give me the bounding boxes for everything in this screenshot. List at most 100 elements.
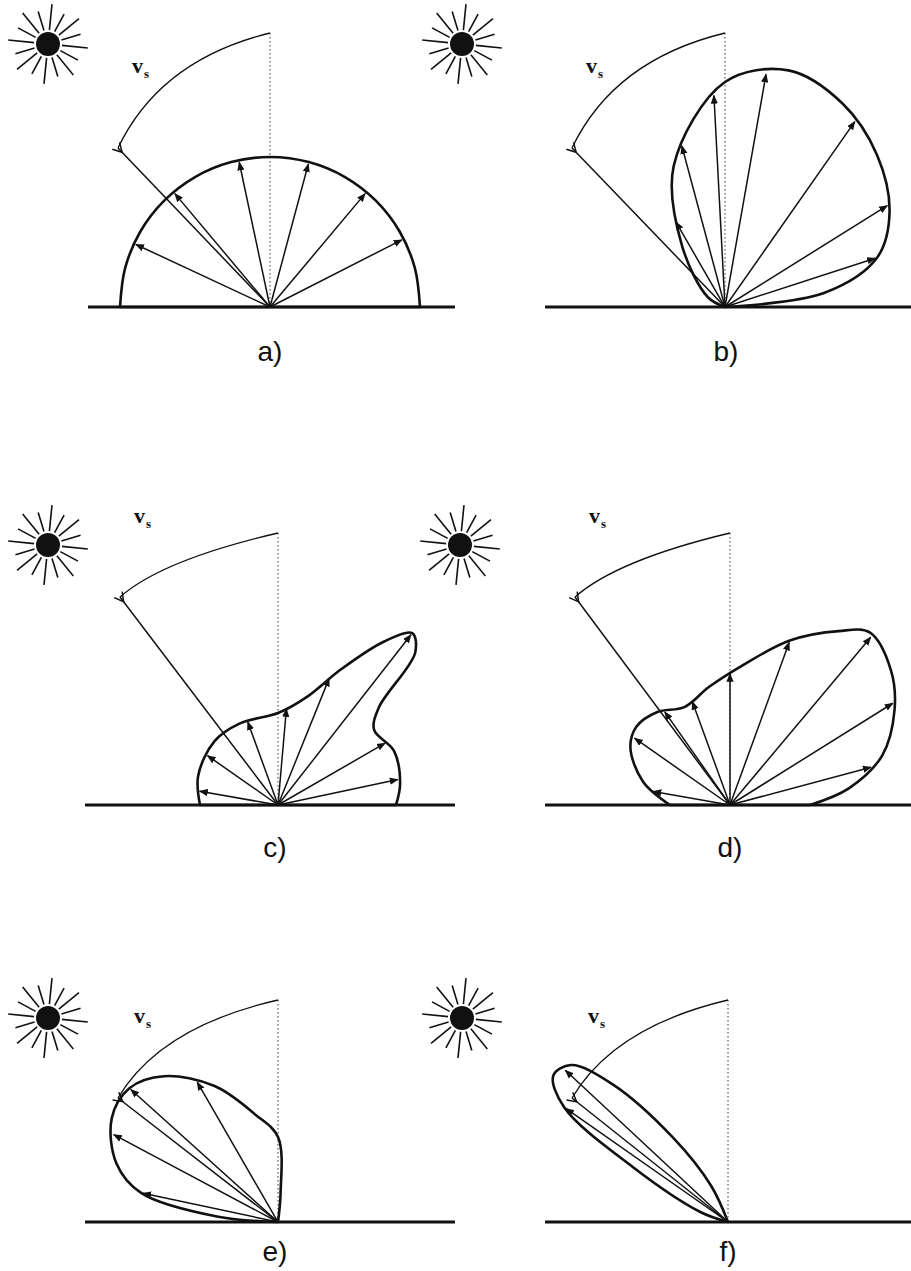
reflected-ray [208,756,278,805]
reflected-ray [278,780,398,805]
reflected-ray [143,1193,278,1222]
reflected-ray [725,122,855,307]
reflected-ray [635,738,730,805]
reflectance-lobe [198,632,416,805]
angle-arc [572,1000,728,1098]
incident-ray [118,148,270,307]
angle-arc [120,533,278,597]
incident-arrowhead [113,1092,123,1101]
normal-line [730,533,731,805]
incident-ray [575,597,730,805]
reflectance-lobe [120,157,420,307]
reflected-ray [729,674,731,805]
reflected-ray [566,1108,728,1222]
reflected-ray [278,635,411,805]
reflectance-panel [422,978,911,1222]
reflected-ray [730,637,871,805]
ground-surface [545,803,911,806]
angle-subscript: s [146,517,151,530]
reflected-ray [725,258,875,307]
sun-symbol [8,505,88,585]
reflectance-lobe [630,630,895,805]
normal-line [270,33,271,307]
ground-surface [85,803,455,806]
ground-surface [545,305,911,308]
panel-label: b) [714,338,739,366]
reflectance-panel [8,4,455,307]
reflected-ray [692,702,730,805]
reflectance-panel [422,4,911,307]
reflected-ray [278,678,329,805]
reflected-ray [725,74,766,307]
angle-symbol: v [134,505,145,527]
angle-symbol: v [588,1005,599,1027]
angle-symbol: v [586,55,597,77]
panel-label: d) [718,834,743,862]
reflected-ray [730,703,893,805]
reflectance-lobe [111,1076,282,1222]
reflectance-lobe [553,1065,728,1222]
reflected-ray [200,791,278,805]
incident-arrowhead [569,592,578,602]
reflected-ray [270,164,308,307]
incident-ray [118,1098,278,1222]
incident-arrowhead [112,142,122,152]
reflected-ray [248,722,278,805]
reflected-ray [270,194,365,307]
ground-surface [545,1220,911,1223]
incident-arrowhead [567,1092,577,1102]
ground-surface [88,305,455,308]
incident-ray [572,1098,728,1222]
angle-symbol: v [132,55,143,77]
reflectance-lobe [672,69,890,307]
incident-ray [120,597,278,805]
normal-line [725,33,726,307]
reflectance-panel [8,505,455,805]
angle-arc [575,533,730,597]
sun-symbol [420,505,500,585]
angle-subscript: s [600,1017,605,1030]
incident-arrowhead [566,142,576,152]
reflected-ray [714,96,725,307]
sun-symbol [8,4,88,84]
angle-subscript: s [146,1017,151,1030]
angle-subscript: s [598,67,603,80]
incident-arrowhead [114,592,123,602]
reflected-ray [175,194,270,307]
normal-line [278,533,279,805]
reflected-ray [278,743,385,805]
reflected-ray [565,1070,728,1222]
reflected-ray [278,709,286,805]
sun-symbol [8,978,88,1058]
reflected-ray [136,244,270,307]
incident-ray [572,148,725,307]
reflected-ray [197,1082,278,1222]
reflected-ray [653,791,730,805]
reflectance-panel [420,505,911,805]
panel-label: e) [263,1238,288,1266]
normal-line [728,1000,729,1222]
reflected-ray [270,240,402,307]
angle-arc [572,33,725,148]
ground-surface [85,1220,455,1223]
angle-subscript: s [601,517,606,530]
reflected-ray [131,1090,278,1222]
reflected-ray [725,206,887,307]
panel-label: c) [263,834,286,862]
reflected-ray [730,767,871,805]
sun-symbol [422,978,502,1058]
reflected-ray [730,642,789,805]
normal-line [278,1000,279,1222]
panel-label: a) [258,338,283,366]
angle-subscript: s [144,67,149,80]
panel-label: f) [719,1238,736,1266]
reflected-ray [239,162,270,307]
angle-arc [118,33,270,148]
angle-symbol: v [589,505,600,527]
reflectance-panel [8,978,455,1222]
sun-symbol [422,4,502,84]
angle-symbol: v [134,1005,145,1027]
